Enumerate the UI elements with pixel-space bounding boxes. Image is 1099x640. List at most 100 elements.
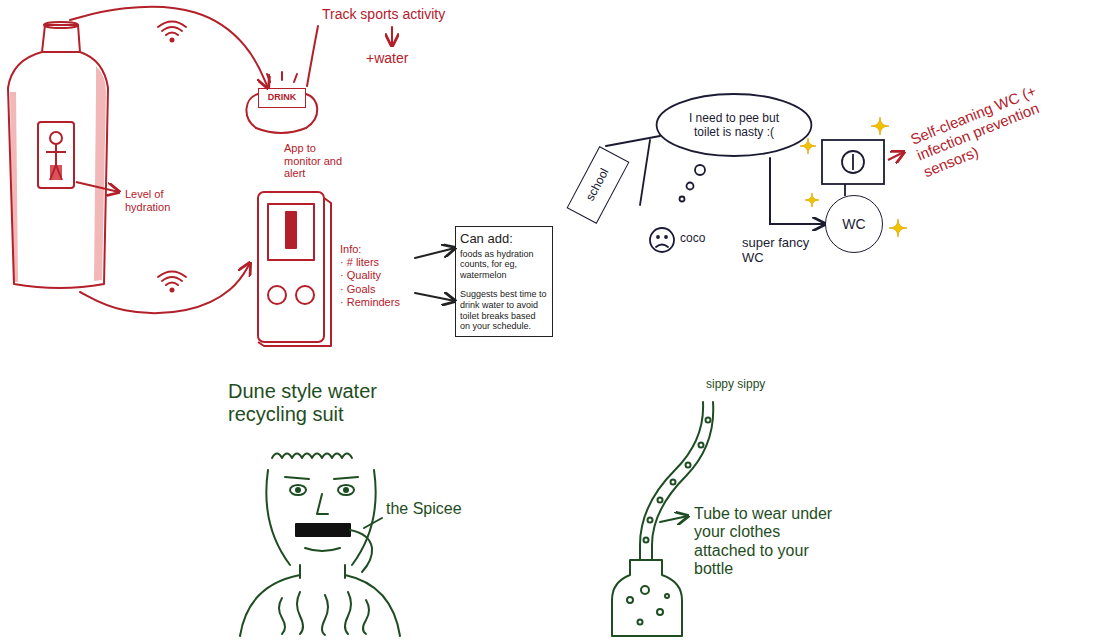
sparkle-star-part xyxy=(805,193,819,207)
connector-arrow xyxy=(415,293,455,301)
note-text: App to monitor and alert xyxy=(284,142,350,180)
note-text: super fancy WC xyxy=(742,236,814,266)
dune-face-drawing-part xyxy=(266,470,290,565)
bottle-drawing-part xyxy=(8,25,108,288)
dune-face-drawing-part xyxy=(364,518,382,528)
wifi-symbol-part xyxy=(158,22,186,28)
classroom-drawing-part xyxy=(665,236,667,238)
bottle-drawing-part xyxy=(42,51,80,53)
toilet-drawing xyxy=(822,140,884,196)
dune-face-drawing-part xyxy=(279,598,285,634)
tube-bottle-drawing-part xyxy=(706,418,711,423)
dune-face-drawing-part xyxy=(272,454,352,459)
bottle-drawing-part xyxy=(76,182,119,192)
thought-bubble: I need to pee but toilet is nasty :( xyxy=(655,92,813,158)
toilet-bowl-circle: WC xyxy=(825,195,883,253)
callout-text: the Spicee xyxy=(386,500,486,518)
dune-face-drawing-part xyxy=(297,592,303,634)
classroom-drawing-part xyxy=(650,228,674,252)
sparkle-star-part xyxy=(871,117,889,135)
watch-drawing-part xyxy=(246,94,258,128)
wifi-symbol-part xyxy=(162,277,182,281)
dune-face-drawing-part xyxy=(285,477,358,479)
node-text: foods as hydration counts, for eg, water… xyxy=(460,249,548,281)
tube-bottle-drawing-part xyxy=(657,609,663,615)
toilet-drawing-part xyxy=(852,154,854,170)
phone-drawing-part xyxy=(268,204,314,260)
toilet-drawing-part xyxy=(822,140,884,184)
watch-drawing-part xyxy=(307,26,318,86)
node-text: I need to pee but toilet is nasty :( xyxy=(675,111,793,140)
tube-bottle-drawing-part xyxy=(627,597,633,603)
node-text: Suggests best time to drink water to avo… xyxy=(460,289,548,332)
watch-drawing-part xyxy=(306,94,317,128)
toilet-drawing-part xyxy=(844,184,846,196)
leader-arrow-part xyxy=(888,152,904,160)
sound-text: sippy sippy xyxy=(706,378,786,392)
wireless-arrow xyxy=(70,7,268,88)
bottle-drawing xyxy=(8,22,119,288)
wifi-symbol-part xyxy=(171,289,174,292)
wifi-symbol xyxy=(158,22,186,42)
tube-bottle-drawing-part xyxy=(644,538,649,543)
tube-bottle-drawing-part xyxy=(686,463,691,468)
tube-bottle-drawing-part xyxy=(660,516,688,522)
bottle-drawing-part xyxy=(38,122,74,188)
sparkle-star-part xyxy=(889,219,907,237)
note-box: Can add:foods as hydration counts, for e… xyxy=(455,226,553,337)
tube-bottle-drawing-part xyxy=(671,480,676,485)
node-text: · Goals xyxy=(340,283,415,296)
leader-arrow xyxy=(888,152,904,160)
watch-drawing-part xyxy=(256,128,306,133)
wifi-symbol-part xyxy=(171,39,174,42)
classroom-drawing-part xyxy=(606,136,660,146)
dune-face-drawing-part xyxy=(345,592,351,634)
node-text: WC xyxy=(842,216,865,233)
note-text: Tube to wear under your clothes attached… xyxy=(694,505,834,579)
idea-title: Dune style water recycling suit xyxy=(228,380,403,426)
dune-face-drawing-part xyxy=(305,548,340,551)
bubble-outline xyxy=(657,94,812,156)
sound-text: coco xyxy=(680,232,720,246)
phone-drawing-part xyxy=(258,198,331,346)
watch-drawing xyxy=(246,26,392,133)
bottle-drawing-part xyxy=(44,22,78,28)
bottle-node: Level of hydration xyxy=(0,20,190,292)
wifi-symbol-part xyxy=(166,33,178,36)
dune-face-drawing-part xyxy=(296,524,350,536)
watch-drawing-part xyxy=(267,72,297,82)
classroom-drawing-part xyxy=(687,183,694,190)
node-text: school xyxy=(576,153,619,216)
classroom-drawing-part xyxy=(657,236,659,238)
dune-face-drawing-part xyxy=(290,485,306,495)
tube-bottle-drawing-part xyxy=(665,594,669,598)
node-text: · Reminders xyxy=(340,296,415,309)
node-text: · Quality xyxy=(340,269,415,282)
dune-face-drawing-part xyxy=(240,575,300,636)
tube-bottle-drawing-part xyxy=(640,402,703,560)
node-text: DRINK xyxy=(261,92,303,103)
wifi-symbol-part xyxy=(166,283,178,286)
phone-drawing-part xyxy=(286,212,296,248)
wifi-symbol-part xyxy=(158,272,186,278)
tube-bottle-drawing-part xyxy=(641,586,649,594)
note-text: +water xyxy=(366,50,426,66)
dune-face-drawing-part xyxy=(296,488,300,492)
toilet-drawing-part xyxy=(842,151,864,173)
connector-arrow xyxy=(770,158,825,224)
tube-bottle-drawing-part xyxy=(638,620,643,625)
classroom-drawing-part xyxy=(656,245,668,248)
wireless-arrow xyxy=(80,263,250,313)
dune-face-drawing-part xyxy=(350,530,372,572)
phone-drawing xyxy=(258,192,331,346)
wifi-symbol xyxy=(158,272,186,292)
sparkle-star xyxy=(800,117,907,237)
node-text: · # liters xyxy=(340,256,415,269)
dune-face-drawing-part xyxy=(338,485,354,495)
node-text: Level of hydration xyxy=(125,188,190,214)
classroom-drawing-part xyxy=(680,197,685,202)
bottle-drawing-part xyxy=(46,144,66,180)
connector-arrow xyxy=(415,248,455,258)
